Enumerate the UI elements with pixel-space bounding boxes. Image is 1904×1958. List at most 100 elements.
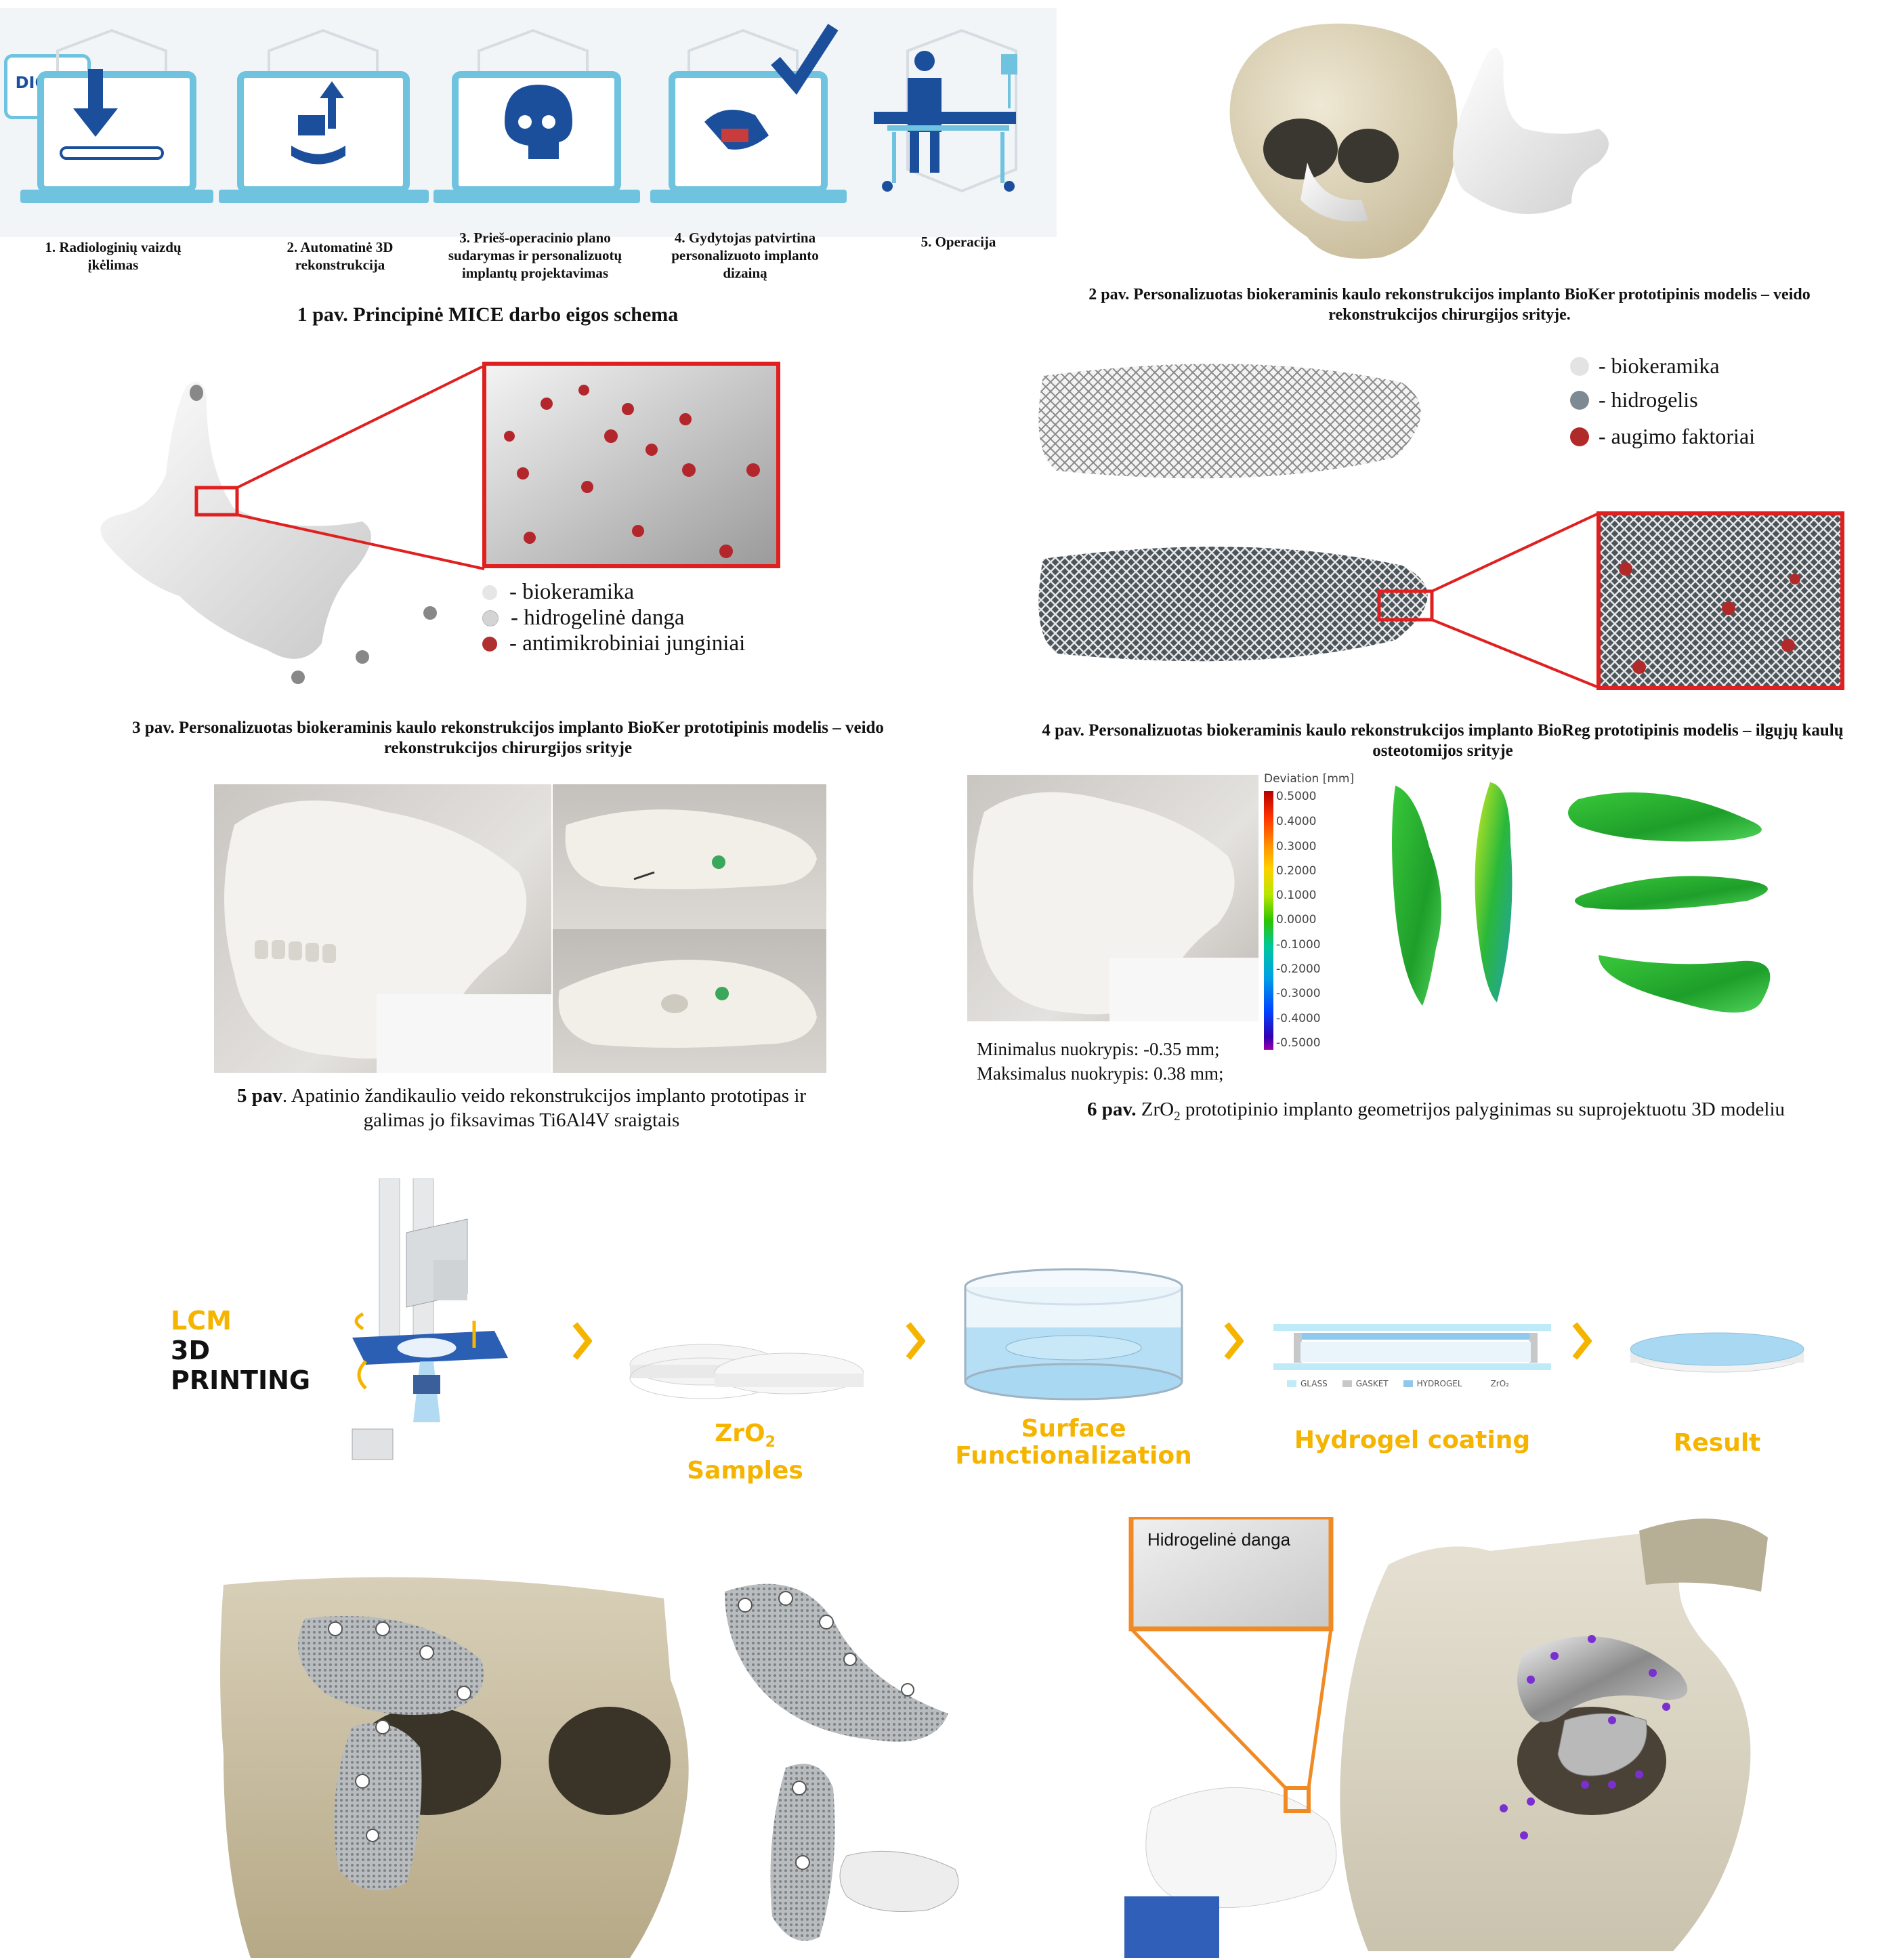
legend-gasket: GASKET <box>1355 1379 1389 1388</box>
fig4-legend-item: - augimo faktoriai <box>1570 424 1755 449</box>
hydrogel-box-label: Hidrogelinė danga <box>1147 1529 1291 1550</box>
surgery-icon <box>874 28 1017 193</box>
legend-dot <box>1570 427 1589 446</box>
lcm-line-3: PRINTING <box>171 1365 311 1395</box>
fig6-deviation-maps <box>1392 782 1771 1013</box>
legend-label: - hidrogelinė danga <box>511 605 685 630</box>
fig1-icons <box>20 24 1017 203</box>
result-label: Result <box>1673 1429 1761 1457</box>
fig3-legend-item: - hidrogelinė danga <box>482 605 685 631</box>
functionalization-text: Functionalization <box>955 1442 1192 1470</box>
implant-model <box>558 960 817 1048</box>
skull-model <box>224 801 551 1073</box>
fig5-caption-text: . Apatinio žandikaulio veido rekonstrukc… <box>282 1085 807 1131</box>
chevron-right-icon <box>1224 1322 1244 1360</box>
fig5-caption-bold: 5 pav <box>236 1085 282 1107</box>
legend-zro2: ZrO₂ <box>1490 1379 1509 1388</box>
fig6-caption-sub: 2 <box>1174 1109 1181 1124</box>
scale-tick: 0.0000 <box>1276 913 1317 927</box>
fig4-scaffold-image <box>1038 364 1844 690</box>
step-label-4: 4. Gydytojas patvirtina personalizuoto i… <box>671 230 819 281</box>
result-illustration <box>1630 1332 1804 1373</box>
fig6-caption: 6 pav. ZrO2 prototipinio implanto geomet… <box>1043 1097 1829 1129</box>
legend-hydrogel: HYDROGEL <box>1416 1379 1462 1388</box>
legend-dot <box>1570 390 1589 410</box>
legend-label: - biokeramika <box>1599 354 1720 378</box>
bottom-right-hydrogel-render <box>1124 1517 1768 1958</box>
chevron-right-icon <box>906 1322 925 1360</box>
zro2-sub: 2 <box>765 1434 776 1451</box>
fig6-caption-bold: 6 pav. <box>1086 1099 1137 1120</box>
legend-label: - hidrogelis <box>1599 387 1698 412</box>
fig5-caption: 5 pav. Apatinio žandikaulio veido rekons… <box>230 1084 813 1132</box>
lcm-printer-illustration <box>352 1178 508 1460</box>
legend-dot <box>482 636 497 652</box>
fig4-legend-item: - biokeramika <box>1570 354 1720 379</box>
legend-swatch <box>1342 1380 1352 1387</box>
upload-icon <box>20 28 213 203</box>
fig3-caption: 3 pav. Personalizuotas biokeraminis kaul… <box>132 719 884 757</box>
step-label-2: 2. Automatinė 3D rekonstrukcija <box>287 239 394 273</box>
scale-tick: 0.2000 <box>1276 864 1317 878</box>
legend-dot <box>1570 356 1589 376</box>
approve-checkmark-icon <box>650 24 847 203</box>
3d-reconstruction-icon <box>219 28 429 203</box>
deviation-colorbar <box>1264 791 1273 1050</box>
fig2-caption: 2 pav. Personalizuotas biokeraminis kaul… <box>1088 286 1811 324</box>
legend-swatch <box>1287 1380 1296 1387</box>
surface-functionalization-label: Surface Functionalization <box>955 1416 1192 1470</box>
scale-tick: 0.1000 <box>1276 889 1317 902</box>
fig3-implant-image <box>100 366 485 684</box>
deviation-scale-title: Deviation [mm] <box>1264 772 1355 786</box>
chevron-right-icon <box>572 1322 592 1360</box>
lcm-line-2: 3D <box>171 1336 210 1365</box>
lcm-printing-label: LCM 3D PRINTING <box>171 1306 310 1395</box>
fig4-caption: 4 pav. Personalizuotas biokeraminis kaul… <box>1042 721 1844 760</box>
min-deviation-text: Minimalus nuokrypis: -0.35 mm; <box>977 1039 1220 1059</box>
legend-label: - biokeramika <box>509 580 635 604</box>
step-label-5: 5. Operacija <box>921 234 996 250</box>
zro2-samples-illustration <box>629 1344 864 1399</box>
legend-dot <box>482 584 497 600</box>
scale-tick: -0.4000 <box>1276 1012 1321 1025</box>
scale-tick: -0.3000 <box>1276 987 1321 1000</box>
fig5-photo-skull <box>214 784 551 1073</box>
fig5-photo-implant-top <box>553 784 826 929</box>
scale-tick: 0.4000 <box>1276 815 1317 828</box>
layer-legend: GLASS GASKET HYDROGEL ZrO₂ <box>1287 1379 1509 1388</box>
chevron-right-icon <box>1572 1322 1592 1360</box>
fig5-photo-implant-bottom <box>553 929 826 1073</box>
samples-text: Samples <box>687 1457 803 1485</box>
legend-glass: GLASS <box>1300 1379 1328 1388</box>
bottom-left-skull-render <box>220 1577 959 1958</box>
fig3-legend-item: - biokeramika <box>482 580 634 605</box>
fig2-skull-image <box>1229 23 1609 259</box>
skull-model <box>973 792 1258 1021</box>
scale-tick: -0.2000 <box>1276 962 1321 976</box>
surface-text: Surface <box>1021 1415 1126 1443</box>
fig3-legend-item: - antimikrobiniai junginiai <box>482 631 745 656</box>
step-label-3: 3. Prieš-operacinio plano sudarymas ir p… <box>448 230 622 281</box>
lcm-line-1: LCM <box>171 1306 232 1336</box>
surface-functionalization-illustration <box>964 1268 1183 1401</box>
legend-label: - augimo faktoriai <box>1599 424 1756 448</box>
skull-icon <box>433 28 640 203</box>
scale-tick: -0.1000 <box>1276 938 1321 952</box>
legend-label: - antimikrobiniai junginiai <box>509 631 746 656</box>
fig3-zoom-inset <box>482 362 780 568</box>
legend-dot <box>482 610 499 626</box>
legend-swatch <box>1403 1380 1413 1387</box>
scale-tick: -0.5000 <box>1276 1036 1321 1050</box>
scale-tick: 0.3000 <box>1276 840 1317 853</box>
fig6-caption-text-a: ZrO <box>1136 1099 1175 1120</box>
zro2-text: ZrO <box>715 1420 765 1447</box>
fig6-photo-skull <box>967 775 1258 1021</box>
fig1-caption: 1 pav. Principinė MICE darbo eigos schem… <box>297 303 679 326</box>
hydrogel-layers-illustration <box>1273 1324 1551 1370</box>
fig4-legend-item: - hidrogelis <box>1570 387 1698 412</box>
implant-model <box>565 809 817 889</box>
scale-tick: 0.5000 <box>1276 790 1317 803</box>
zro2-samples-label: ZrO2 Samples <box>684 1420 806 1485</box>
fig6-caption-text-b: prototipinio implanto geometrijos palygi… <box>1180 1099 1785 1120</box>
max-deviation-text: Maksimalus nuokrypis: 0.38 mm; <box>977 1063 1224 1084</box>
